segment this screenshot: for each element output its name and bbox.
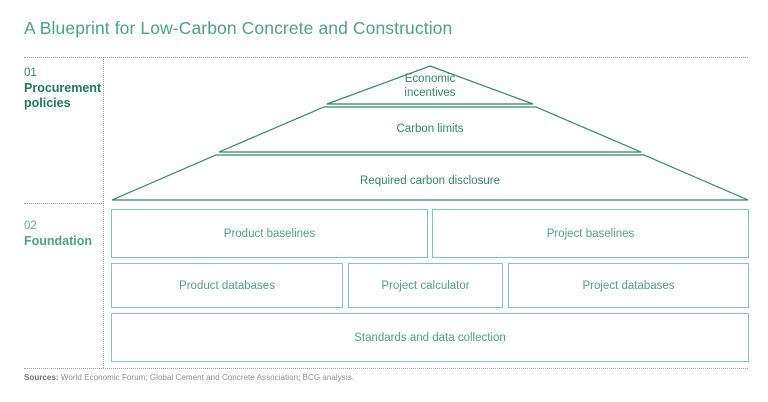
pyramid-label-economic-incentives: Economic incentives	[404, 73, 456, 99]
foundation-box-project-databases[interactable]: Project databases	[508, 263, 749, 308]
section-label-foundation: 02 Foundation	[24, 219, 102, 249]
divider-top	[24, 57, 748, 58]
section-number: 02	[24, 220, 37, 232]
divider-section-2	[24, 203, 104, 204]
section-number: 01	[24, 67, 37, 79]
foundation-box-project-baselines[interactable]: Project baselines	[432, 209, 749, 258]
pyramid-label-carbon-limits: Carbon limits	[396, 123, 464, 135]
pyramid-label-required-carbon-disclosure: Required carbon disclosure	[360, 175, 500, 187]
sources-text: World Economic Forum; Global Cement and …	[58, 373, 354, 382]
page-title: A Blueprint for Low-Carbon Concrete and …	[24, 18, 453, 38]
foundation-box-standards-and-data-collection[interactable]: Standards and data collection	[111, 313, 749, 362]
section-label-procurement-policies: 01 Procurement policies	[24, 66, 102, 111]
divider-bottom	[24, 368, 748, 369]
section-title: Foundation	[24, 234, 93, 248]
foundation-box-product-databases[interactable]: Product databases	[111, 263, 343, 308]
foundation-box-product-baselines[interactable]: Product baselines	[111, 209, 428, 258]
divider-vertical	[103, 57, 104, 368]
section-title: Procurement policies	[24, 81, 102, 110]
sources-footnote: Sources: World Economic Forum; Global Ce…	[24, 373, 354, 382]
sources-label: Sources:	[24, 373, 59, 382]
foundation-box-project-calculator[interactable]: Project calculator	[348, 263, 503, 308]
